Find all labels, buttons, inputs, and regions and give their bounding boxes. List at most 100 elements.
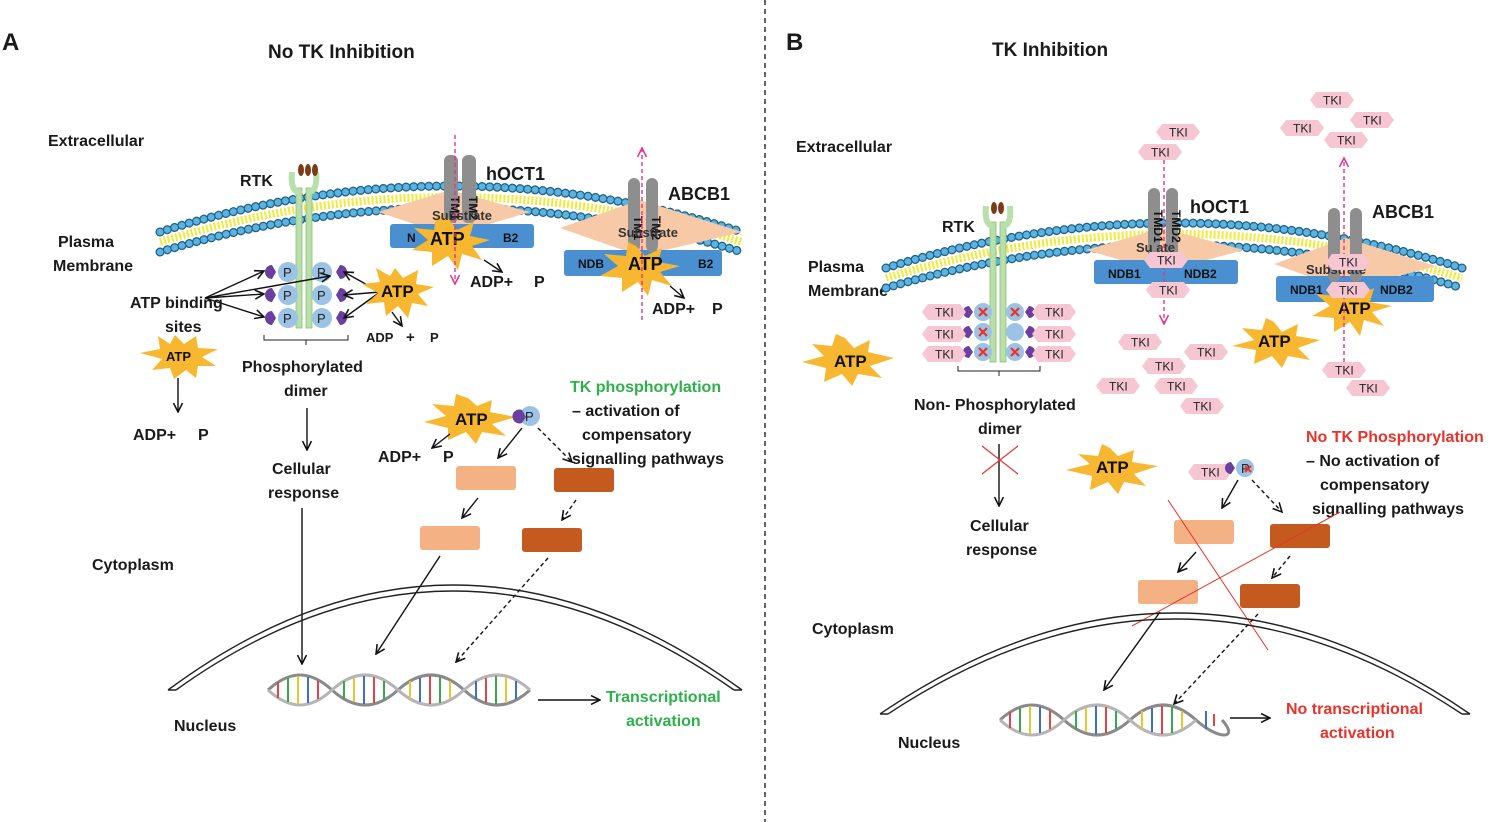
tki-tag: [1326, 282, 1370, 298]
pathway-box-light: [1174, 520, 1234, 544]
p-label: P: [198, 427, 209, 444]
outcome-a-1: Transcriptional: [606, 689, 721, 706]
tki-tag: [922, 346, 966, 362]
tk-phos-label: TK phosphorylation: [570, 379, 721, 396]
plasma-label: Plasma: [808, 259, 864, 276]
arrow: [498, 427, 523, 458]
tki-label: TKI: [1337, 134, 1356, 148]
phospho-dimer-label-2: dimer: [284, 383, 328, 400]
panel-b: B TK Inhibition Extracellular Plasma Mem…: [786, 29, 1484, 752]
panel-b-title: TK Inhibition: [992, 40, 1108, 61]
no-tk-phos-rest-2: compensatory: [1320, 477, 1429, 494]
rtk-receptor-a: [288, 164, 320, 329]
p-label: P: [283, 288, 292, 303]
p-label: P: [317, 288, 326, 303]
atp-label: ATP: [834, 352, 867, 371]
block-cross: [1244, 465, 1252, 473]
tki-tag: [1184, 344, 1228, 360]
atp-star-b3: [1066, 444, 1158, 494]
cytoplasm-label-a: Cytoplasm: [92, 557, 174, 574]
no-tk-phos-label: No TK Phosphorylation: [1306, 429, 1484, 446]
tki-tag: [1032, 304, 1076, 320]
tmd2-label: TMD2: [1169, 210, 1183, 243]
arrow: [483, 259, 502, 272]
ndb-label: NDB: [578, 257, 604, 271]
atp-star-b1: [802, 334, 894, 386]
arrow: [669, 285, 684, 298]
tki-label: TKI: [1151, 146, 1170, 160]
atp-binding-label-1: ATP binding: [130, 295, 223, 312]
tki-label: TKI: [1109, 380, 1128, 394]
tk-phos-rest-3: signalling pathways: [572, 451, 724, 468]
atp-star-a3: [424, 394, 516, 444]
ndb-partial: B2: [503, 231, 519, 245]
rtk-label-b: RTK: [942, 219, 975, 236]
outcome-b-2: activation: [1320, 725, 1395, 742]
phospho-dimer-label-1: Phosphorylated: [242, 359, 363, 376]
outcome-b-1: No transcriptional: [1286, 701, 1423, 718]
cellular-label-2: response: [966, 542, 1037, 559]
tk-phos-rest-1: – activation of: [572, 403, 680, 420]
tki-tag: [1146, 282, 1190, 298]
tki-label: TKI: [1167, 380, 1186, 394]
pathway-box-light: [420, 526, 480, 550]
abcb1-label-b: ABCB1: [1372, 202, 1434, 222]
adp-label: ADP+: [378, 449, 421, 466]
tki-tag: [1144, 252, 1188, 268]
arrow: [1178, 551, 1197, 572]
pathway-box-light: [456, 466, 516, 490]
tki-label: TKI: [935, 328, 954, 342]
cellular-label-1: Cellular: [970, 518, 1029, 535]
tki-tag: [1280, 120, 1324, 136]
cellular-label-1: Cellular: [272, 461, 331, 478]
dimer-bracket-a: [263, 335, 349, 345]
ndb-partial: N: [407, 231, 416, 245]
atp-label: ATP: [1096, 458, 1129, 477]
pathway-box-dark: [522, 528, 582, 552]
tki-label: TKI: [1157, 254, 1176, 268]
tki-tag: [1322, 362, 1366, 378]
block-cross: [981, 445, 1019, 475]
pathway-box-dark: [1240, 584, 1300, 608]
panel-b-letter: B: [786, 29, 803, 56]
plasma-label: Plasma: [58, 234, 114, 251]
substrate-label: Substrate: [432, 208, 492, 223]
nucleus-label-a: Nucleus: [174, 718, 236, 735]
atp-star-b2: [1232, 318, 1320, 368]
tki-label: TKI: [1339, 284, 1358, 298]
dashed-arrow: [537, 427, 572, 462]
atp-label: ATP: [1258, 332, 1291, 351]
nucleus-label-b: Nucleus: [898, 735, 960, 752]
phospho-circle: [1236, 459, 1254, 477]
cytoplasm-label-b: Cytoplasm: [812, 621, 894, 638]
dashed-arrow: [1174, 613, 1259, 704]
membrane-label: Membrane: [808, 283, 888, 300]
ndb1-label: NDB1: [1108, 267, 1141, 281]
tki-tag: [1032, 326, 1076, 342]
hoct1-label-b: hOCT1: [1190, 197, 1249, 217]
arrow: [432, 433, 451, 448]
tki-tag: [1310, 92, 1354, 108]
adp-small: ADP: [366, 330, 394, 345]
no-tk-phos-rest-3: signalling pathways: [1312, 501, 1464, 518]
non-phospho-label-2: dimer: [978, 421, 1022, 438]
atp-label: ATP: [381, 282, 414, 301]
tki-label: TKI: [1201, 466, 1220, 480]
no-tk-phos-rest-1: – No activation of: [1306, 453, 1440, 470]
substrate-label: Substrate: [618, 225, 678, 240]
p-label: P: [283, 311, 292, 326]
ndb1-label: NDB1: [1290, 283, 1323, 297]
tki-label: TKI: [1155, 360, 1174, 374]
atp-label: ATP: [430, 229, 465, 249]
binding-site: [1225, 462, 1235, 474]
rtk-receptor-b: [982, 202, 1014, 363]
phospho-circle: [520, 406, 540, 426]
p-label: P: [712, 301, 723, 318]
pathway-box-light: [1138, 580, 1198, 604]
tki-tag: [1188, 464, 1232, 480]
tki-tag: [1118, 334, 1162, 350]
p-label: P: [317, 311, 326, 326]
extracellular-label: Extracellular: [796, 139, 892, 156]
tki-tag: [922, 326, 966, 342]
extracellular-label: Extracellular: [48, 133, 144, 150]
